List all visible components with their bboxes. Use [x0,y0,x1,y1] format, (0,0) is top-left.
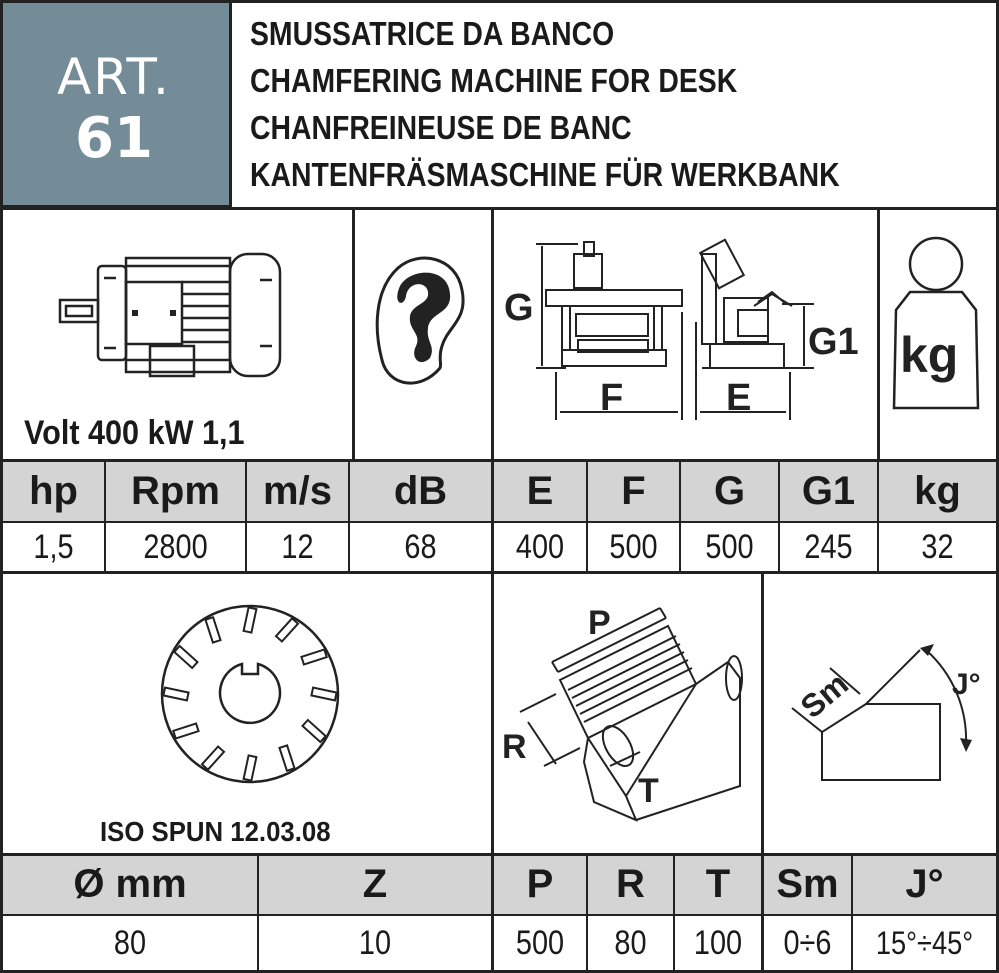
cutter-tooth [162,686,190,702]
t1-value-ms: 12 [281,527,314,566]
t1-value-e: 400 [515,527,565,566]
weight-icon: kg [892,236,980,410]
cutter-tooth [301,718,328,744]
t1-header-rpm: Rpm [131,469,220,513]
dim-label-f: F [600,377,623,419]
cutter-tooth [300,648,328,666]
weight-label: kg [900,327,958,383]
cutter-tooth [242,606,258,634]
title-french: CHANFREINEUSE DE BANC [250,109,632,146]
t1-value-g1: 245 [804,527,853,566]
table1-sep-8 [877,459,879,573]
cutter-caption: ISO SPUN 12.03.08 [100,816,331,847]
cutter-tooth [242,754,258,782]
divider-cutter-blade [491,571,494,973]
table1-sep-5 [586,459,588,573]
t2-header-sm: Sm [776,862,839,906]
table2-sep-4 [673,853,675,973]
t1-header-e: E [526,469,554,513]
divider-table1-bottom [0,571,999,574]
table1-sep-3 [348,459,350,573]
article-label: ART. [57,48,171,106]
t1-value-db: 68 [404,527,437,566]
table2-sep-6 [851,853,853,973]
dim-label-e: E [726,377,751,419]
divider-motor-ear [352,207,355,462]
t2-value-r: 80 [614,923,647,962]
table1-sep-2 [245,459,247,573]
t2-header-j: J° [905,862,944,906]
t2-header-z: Z [362,862,388,906]
angle-label-j: J° [952,668,981,701]
table1-sep-6 [679,459,681,573]
t1-value-g: 500 [705,527,754,566]
article-badge [0,0,232,208]
divider-ear-dims [491,207,494,573]
t1-header-ms: m/s [263,469,332,513]
t1-value-hp: 1,5 [33,527,74,566]
t1-value-kg: 32 [921,527,954,566]
border-bottom [0,970,999,973]
title-german: KANTENFRÄSMASCHINE FÜR WERKBANK [250,156,840,193]
chamfer-table-icon: P R T [502,604,743,822]
table2-sep-3 [586,853,588,973]
machine-dimensions-icon: G F E G1 [504,238,859,420]
t1-header-g1: G1 [801,469,856,513]
t2-header-r: R [616,862,645,906]
blade-label-t: T [638,772,659,810]
divider-table1-mid [0,521,999,523]
blade-label-p: P [588,604,611,642]
t2-value-z: 10 [358,923,392,962]
t2-value-t: 100 [693,923,743,962]
table1-header-band [0,462,999,521]
t2-value-diameter: 80 [113,923,147,962]
t1-header-g: G [713,469,746,513]
t1-header-hp: hp [29,469,78,513]
t2-header-t: T [705,862,731,906]
dim-label-g: G [504,287,534,329]
t2-value-p: 500 [515,923,565,962]
t1-value-f: 500 [609,527,658,566]
article-number: 61 [75,106,153,171]
t1-header-kg: kg [914,469,961,513]
t2-header-diameter: Ø mm [73,862,187,906]
table2-sep-1 [257,853,259,973]
divider-table2-top [0,853,999,856]
dim-label-g1: G1 [808,321,859,363]
divider-blade-angle [761,571,764,973]
cutter-tooth [278,744,296,772]
chamfer-angle-icon: Sm J° [791,644,981,781]
cutter-tooth [274,616,300,643]
divider-dims-weight [877,207,880,462]
divider-table2-mid [0,914,999,916]
motor-caption: Volt 400 kW 1,1 [24,414,245,452]
table1-sep-1 [104,459,106,573]
cutter-tooth [172,722,200,740]
t2-value-sm: 0÷6 [783,923,832,962]
border-top [0,0,999,3]
t2-value-j: 15°÷45° [875,924,974,961]
table2-header-band [0,855,999,914]
divider-header [0,207,999,210]
blade-label-r: R [502,728,527,766]
title-english: CHAMFERING MACHINE FOR DESK [250,62,738,99]
border-right [996,0,999,973]
ear-icon [375,256,465,385]
t1-value-rpm: 2800 [143,527,208,566]
cutter-tooth [172,644,199,670]
t1-header-f: F [621,469,646,513]
cutter-tooth [310,686,338,702]
t1-header-db: dB [393,469,448,513]
cutter-tooth [204,616,222,644]
border-left [0,0,3,973]
cutter-teeth [162,606,338,782]
cutter-icon [160,604,340,784]
divider-table1-top [0,459,999,462]
table1-sep-7 [778,459,780,573]
cutter-tooth [200,745,226,772]
title-italian: SMUSSATRICE DA BANCO [250,15,615,52]
t2-header-p: P [526,862,554,906]
motor-icon [58,252,282,378]
